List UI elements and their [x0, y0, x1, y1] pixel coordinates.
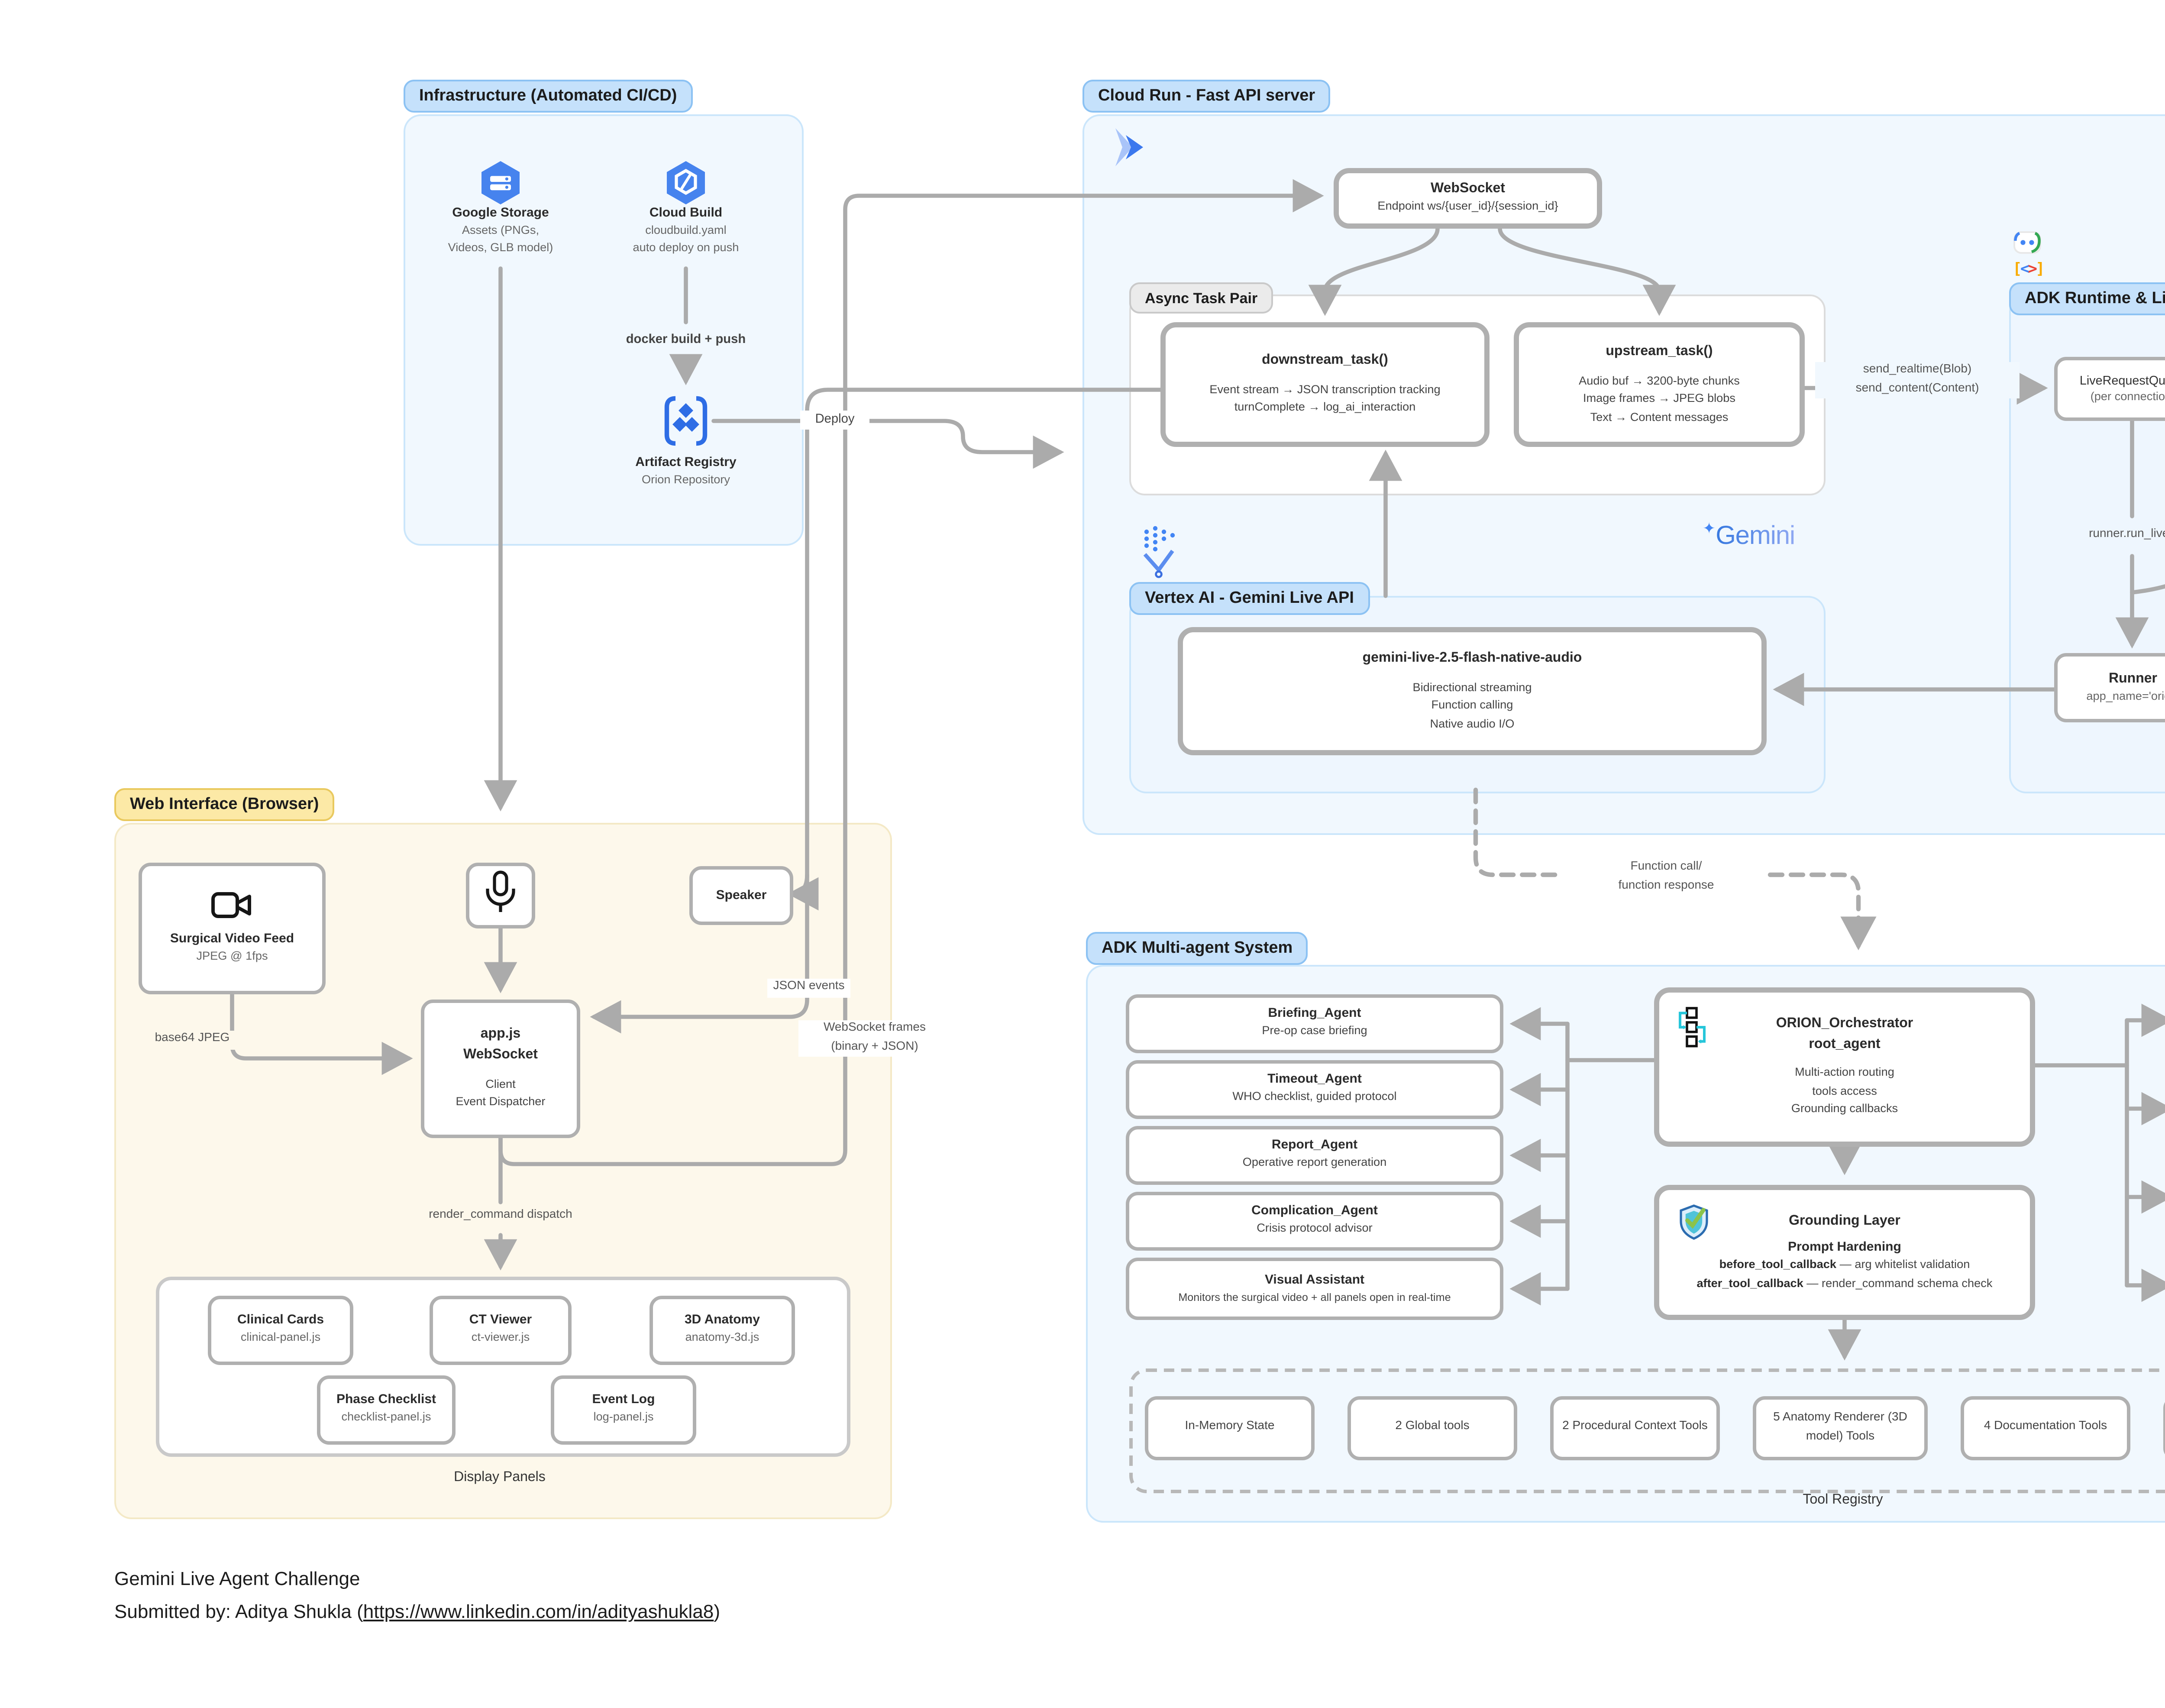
- linkedin-link[interactable]: https://www.linkedin.com/in/adityashukla…: [363, 1602, 714, 1623]
- web-interface-header: Web Interface (Browser): [114, 788, 335, 820]
- vertex-header: Vertex AI - Gemini Live API: [1129, 582, 1370, 614]
- docker-build-label: docker build + push: [599, 331, 772, 350]
- wire-func-call-a: [1473, 787, 1565, 877]
- runner-run-live-label: runner.run_live(): [2068, 527, 2165, 545]
- adk-logo-runtime: [<>]: [2013, 230, 2045, 279]
- footer-submitted-suffix: ): [714, 1602, 720, 1623]
- cloud-run-header: Cloud Run - Fast API server: [1082, 80, 1331, 112]
- footer-submitted: Submitted by: Aditya Shukla (https://www…: [114, 1602, 720, 1623]
- upstream-task-box: upstream_task() Audio buf → 3200-byte ch…: [1514, 322, 1805, 447]
- wire-ws-frames-up: [498, 179, 1324, 1166]
- render-command-label: render_command dispatch: [405, 1207, 596, 1226]
- async-task-pair-header: Async Task Pair: [1129, 282, 1273, 313]
- infrastructure-container: [404, 114, 804, 546]
- websocket-endpoint-box: WebSocket Endpoint ws/{user_id}/{session…: [1334, 168, 1602, 229]
- adk-system-header: ADK Multi-agent System: [1086, 932, 1309, 964]
- send-realtime-label: send_realtime(Blob) send_content(Content…: [1815, 362, 2020, 398]
- orion-orchestrator-box: ORION_Orchestrator root_agent Multi-acti…: [1654, 987, 2035, 1147]
- tool-anatomy-renderer: 5 Anatomy Renderer (3D model) Tools: [1753, 1396, 1928, 1460]
- appjs-box: app.js WebSocket Client Event Dispatcher: [421, 1000, 580, 1138]
- wire-json-events-speaker: [787, 873, 819, 911]
- tool-global: 2 Global tools: [1347, 1396, 1517, 1460]
- footer-title: Gemini Live Agent Challenge: [114, 1569, 360, 1590]
- tool-procedural-context: 2 Procedural Context Tools: [1550, 1396, 1720, 1460]
- shield-check-icon: [1677, 1204, 1711, 1251]
- microphone-box: [466, 863, 535, 928]
- agent-visual-assistant: Visual Assistant Monitors the surgical v…: [1126, 1258, 1503, 1320]
- wire-deploy: [711, 419, 1064, 469]
- wire-video-to-app: [230, 992, 413, 1075]
- downstream-task-box: downstream_task() Event stream → JSON tr…: [1160, 322, 1490, 447]
- tool-image-viewer: 3 Image Viewer (CT/MRI navigation) tools: [2163, 1396, 2165, 1460]
- infrastructure-header: Infrastructure (Automated CI/CD): [404, 80, 693, 112]
- deploy-label: Deploy: [800, 411, 869, 430]
- artifact-registry-label: Artifact Registry Orion Repository: [635, 454, 737, 487]
- wire-func-call-b: [1768, 872, 1877, 951]
- base64-label: base64 JPEG: [142, 1031, 242, 1049]
- gemini-logo: ✦Gemini: [1703, 520, 1795, 551]
- cloud-run-icon: [1108, 125, 1154, 178]
- gemini-star-icon: ✦: [1703, 520, 1716, 537]
- wire-ws-to-downstream: [1308, 226, 1440, 316]
- function-call-label: Function call/ function response: [1583, 859, 1749, 896]
- cloud-build-label: Cloud Build cloudbuild.yaml auto deploy …: [633, 204, 739, 256]
- tool-registry-container: [1129, 1368, 2165, 1493]
- footer-submitted-prefix: Submitted by: Aditya Shukla (: [114, 1602, 363, 1623]
- video-camera-icon: [211, 889, 253, 931]
- wire-ws-to-upstream: [1498, 226, 1676, 316]
- artifact-registry-icon: [660, 393, 712, 457]
- workflow-icon: [1677, 1006, 1708, 1057]
- tool-documentation: 4 Documentation Tools: [1961, 1396, 2130, 1460]
- ws-frames-label: WebSocket frames (binary + JSON): [798, 1020, 951, 1057]
- surgical-video-box: Surgical Video Feed JPEG @ 1fps: [139, 863, 326, 994]
- cloud-build-icon: [663, 159, 708, 215]
- json-events-label: JSON events: [767, 979, 850, 997]
- gemini-model-box: gemini-live-2.5-flash-native-audio Bidir…: [1178, 627, 1767, 755]
- tool-registry-label: Tool Registry: [1803, 1491, 1883, 1507]
- adk-runtime-header: ADK Runtime & Live API: [2009, 282, 2165, 314]
- google-storage-label: Google Storage Assets (PNGs, Videos, GLB…: [448, 204, 553, 256]
- grounding-layer-box: Grounding Layer Prompt Hardening before_…: [1654, 1185, 2035, 1320]
- vertex-ai-icon: [1140, 525, 1181, 589]
- display-panels-label: Display Panels: [454, 1469, 546, 1485]
- speaker-box: Speaker: [689, 866, 793, 925]
- tool-in-memory-state: In-Memory State: [1145, 1396, 1315, 1460]
- microphone-icon: [481, 869, 520, 922]
- runner-box: Runner app_name='orion': [2054, 653, 2165, 722]
- live-request-queue-box: LiveRequestQueue (per connection): [2054, 357, 2165, 421]
- google-storage-icon: [478, 159, 523, 215]
